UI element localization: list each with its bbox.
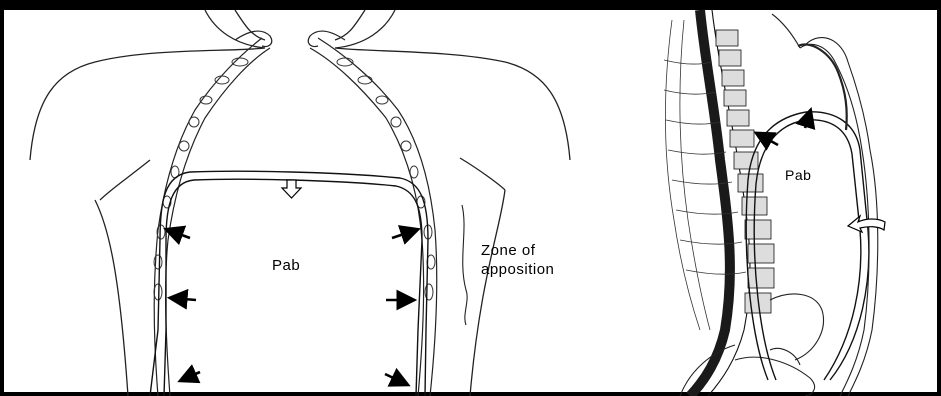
spine — [690, 10, 750, 396]
pressure-arrows-left — [168, 230, 200, 380]
abdominal-wall — [772, 14, 878, 396]
sternum — [798, 44, 847, 130]
pab-label-frontal: Pab — [272, 257, 300, 274]
diaphragm-dome — [150, 171, 428, 396]
torso-outline — [30, 10, 570, 396]
zone-label-line1: Zone of — [481, 241, 554, 260]
zone-label-line2: apposition — [481, 260, 554, 279]
pab-label-lateral: Pab — [785, 167, 811, 183]
apposition-bracket — [462, 205, 467, 325]
rib-cage-left — [154, 38, 270, 396]
dome-descent-arrow — [282, 180, 301, 198]
zone-of-apposition-label: Zone of apposition — [481, 241, 554, 279]
pressure-arrows-right — [385, 230, 416, 384]
